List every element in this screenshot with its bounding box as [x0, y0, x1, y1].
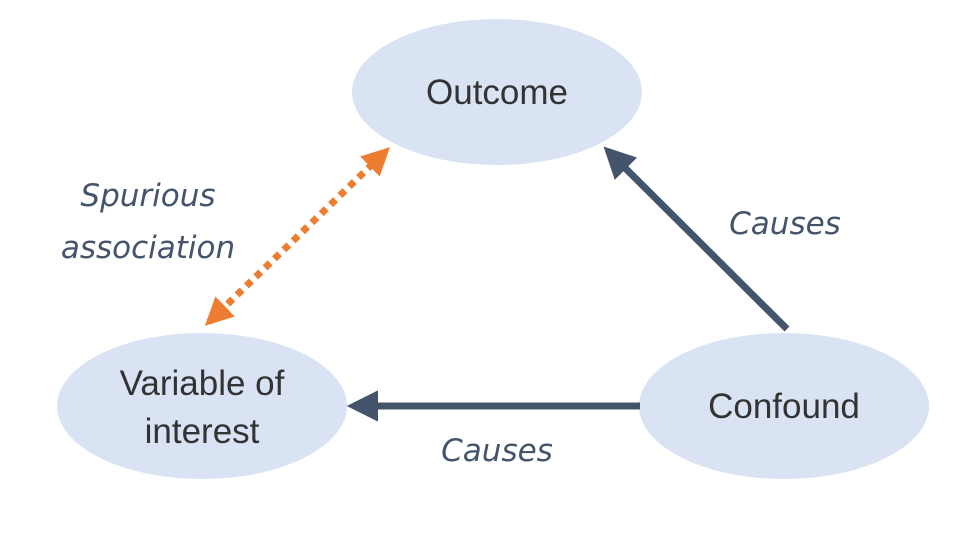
node-outcome: Outcome [352, 19, 642, 165]
node-variable-label-line1: Variable of [120, 364, 285, 403]
node-variable-label-line2: interest [145, 412, 260, 451]
node-confound-label: Confound [708, 387, 860, 426]
node-confound: Confound [639, 333, 929, 479]
edge-spurious-label-line1: Spurious [80, 178, 215, 214]
edge-spurious-association [204, 147, 391, 326]
edge-confound-to-outcome [603, 146, 790, 332]
node-variable-of-interest: Variable of interest [57, 333, 347, 479]
edge-confound-variable-label: Causes [441, 433, 553, 469]
node-outcome-label: Outcome [426, 73, 568, 112]
edge-confound-outcome-label: Causes [729, 206, 841, 242]
edge-spurious-label-line2: association [61, 230, 235, 266]
